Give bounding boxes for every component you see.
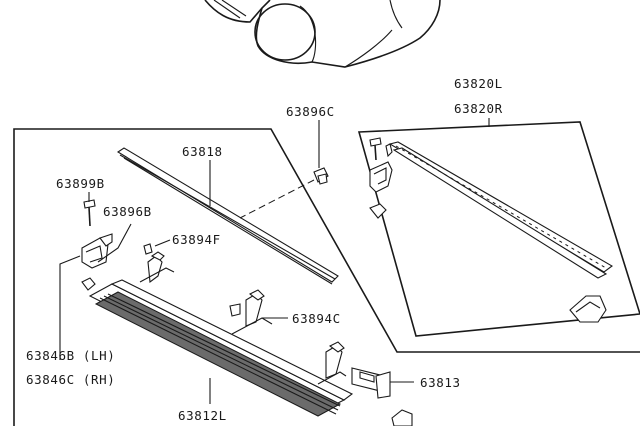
label-63846B-LH: 63846B (LH) <box>26 348 115 363</box>
strip-63818 <box>116 147 339 285</box>
bracket-63894C <box>229 289 273 335</box>
label-63812L: 63812L <box>178 408 227 423</box>
right-group-end-cap <box>569 295 607 323</box>
right-group-screw <box>369 137 382 161</box>
label-63894C: 63894C <box>292 311 341 326</box>
bracket-63846 <box>81 233 113 269</box>
bracket-63813 <box>351 367 391 399</box>
label-63846C-RH: 63846C (RH) <box>26 372 115 387</box>
label-63813: 63813 <box>420 375 461 390</box>
screw-63899B <box>83 199 96 227</box>
bracket-63894F <box>139 243 175 284</box>
clip-63896C <box>313 167 329 185</box>
right-group-frame <box>357 121 640 337</box>
right-group-clip <box>369 203 387 219</box>
label-63820R: 63820R <box>454 101 503 116</box>
bracket-rear <box>317 341 347 385</box>
label-63820L: 63820L <box>454 76 503 91</box>
label-63899B: 63899B <box>56 176 105 191</box>
strip-63820 <box>385 141 613 279</box>
clip-63896B <box>81 277 96 291</box>
right-group-bracket <box>369 161 393 193</box>
label-63896C: 63896C <box>286 104 335 119</box>
clip-63896C-alignment-line <box>239 179 315 219</box>
partial-part-bottom <box>391 409 413 426</box>
leader-lines <box>59 118 490 404</box>
label-63894F: 63894F <box>172 232 221 247</box>
vehicle-body-illustration <box>204 0 441 68</box>
label-63818: 63818 <box>182 144 223 159</box>
label-63896B: 63896B <box>103 204 152 219</box>
part-labels: 63820L 63820R 63896C 63818 63899B 63896B… <box>26 76 503 423</box>
left-group-frame <box>13 128 640 426</box>
step-board-63812L <box>88 279 354 417</box>
